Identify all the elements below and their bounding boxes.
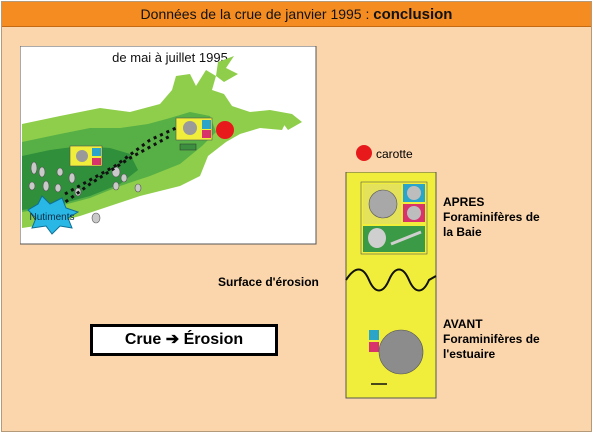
foraminifera-bay-specimen	[368, 189, 398, 219]
sediment-path	[64, 126, 177, 196]
sediment-core	[341, 171, 441, 407]
map-caption: de mai à juillet 1995	[112, 50, 228, 65]
after-label-line3: la Baie	[443, 225, 482, 239]
foraminifera-estuary-specimen	[378, 329, 424, 375]
conclusion-box: Crue ➔ Érosion	[90, 324, 278, 356]
sediment-path-2	[59, 134, 171, 208]
erosion-surface-label: Surface d'érosion	[218, 275, 319, 289]
core-legend-dot	[356, 145, 372, 161]
core-legend-label: carotte	[376, 147, 413, 161]
river-arm	[216, 56, 238, 82]
after-label-line2: Foraminifères de	[443, 210, 540, 224]
before-label-line2: Foraminifères de	[443, 332, 540, 346]
title-emphasis: conclusion	[373, 6, 453, 23]
bay-map-graphic: de mai à juillet 1995	[19, 45, 317, 245]
nutrients-burst	[27, 195, 80, 235]
conclusion-flood: Crue	[124, 331, 162, 348]
erosion-surface-line	[345, 268, 437, 292]
conclusion-erosion: Érosion	[183, 331, 244, 348]
after-label-line1: APRES	[443, 195, 485, 209]
title-bar: Données de la crue de janvier 1995 : con…	[2, 2, 591, 27]
bay-dark-zone	[22, 146, 138, 210]
before-label-line1: AVANT	[443, 317, 483, 331]
before-label: AVANT Foraminifères de l'estuaire	[443, 317, 540, 362]
arrow-icon: ➔	[165, 331, 180, 348]
core-marker-map	[216, 121, 234, 139]
nutrients-label: Nutiments	[29, 212, 74, 223]
sediment-core-graphic	[345, 171, 437, 399]
before-label-line3: l'estuaire	[443, 347, 496, 361]
river-channel	[270, 110, 302, 130]
after-label: APRES Foraminifères de la Baie	[443, 195, 540, 240]
bay-map: de mai à juillet 1995	[19, 45, 320, 251]
title-text: Données de la crue de janvier 1995 :	[140, 6, 370, 22]
